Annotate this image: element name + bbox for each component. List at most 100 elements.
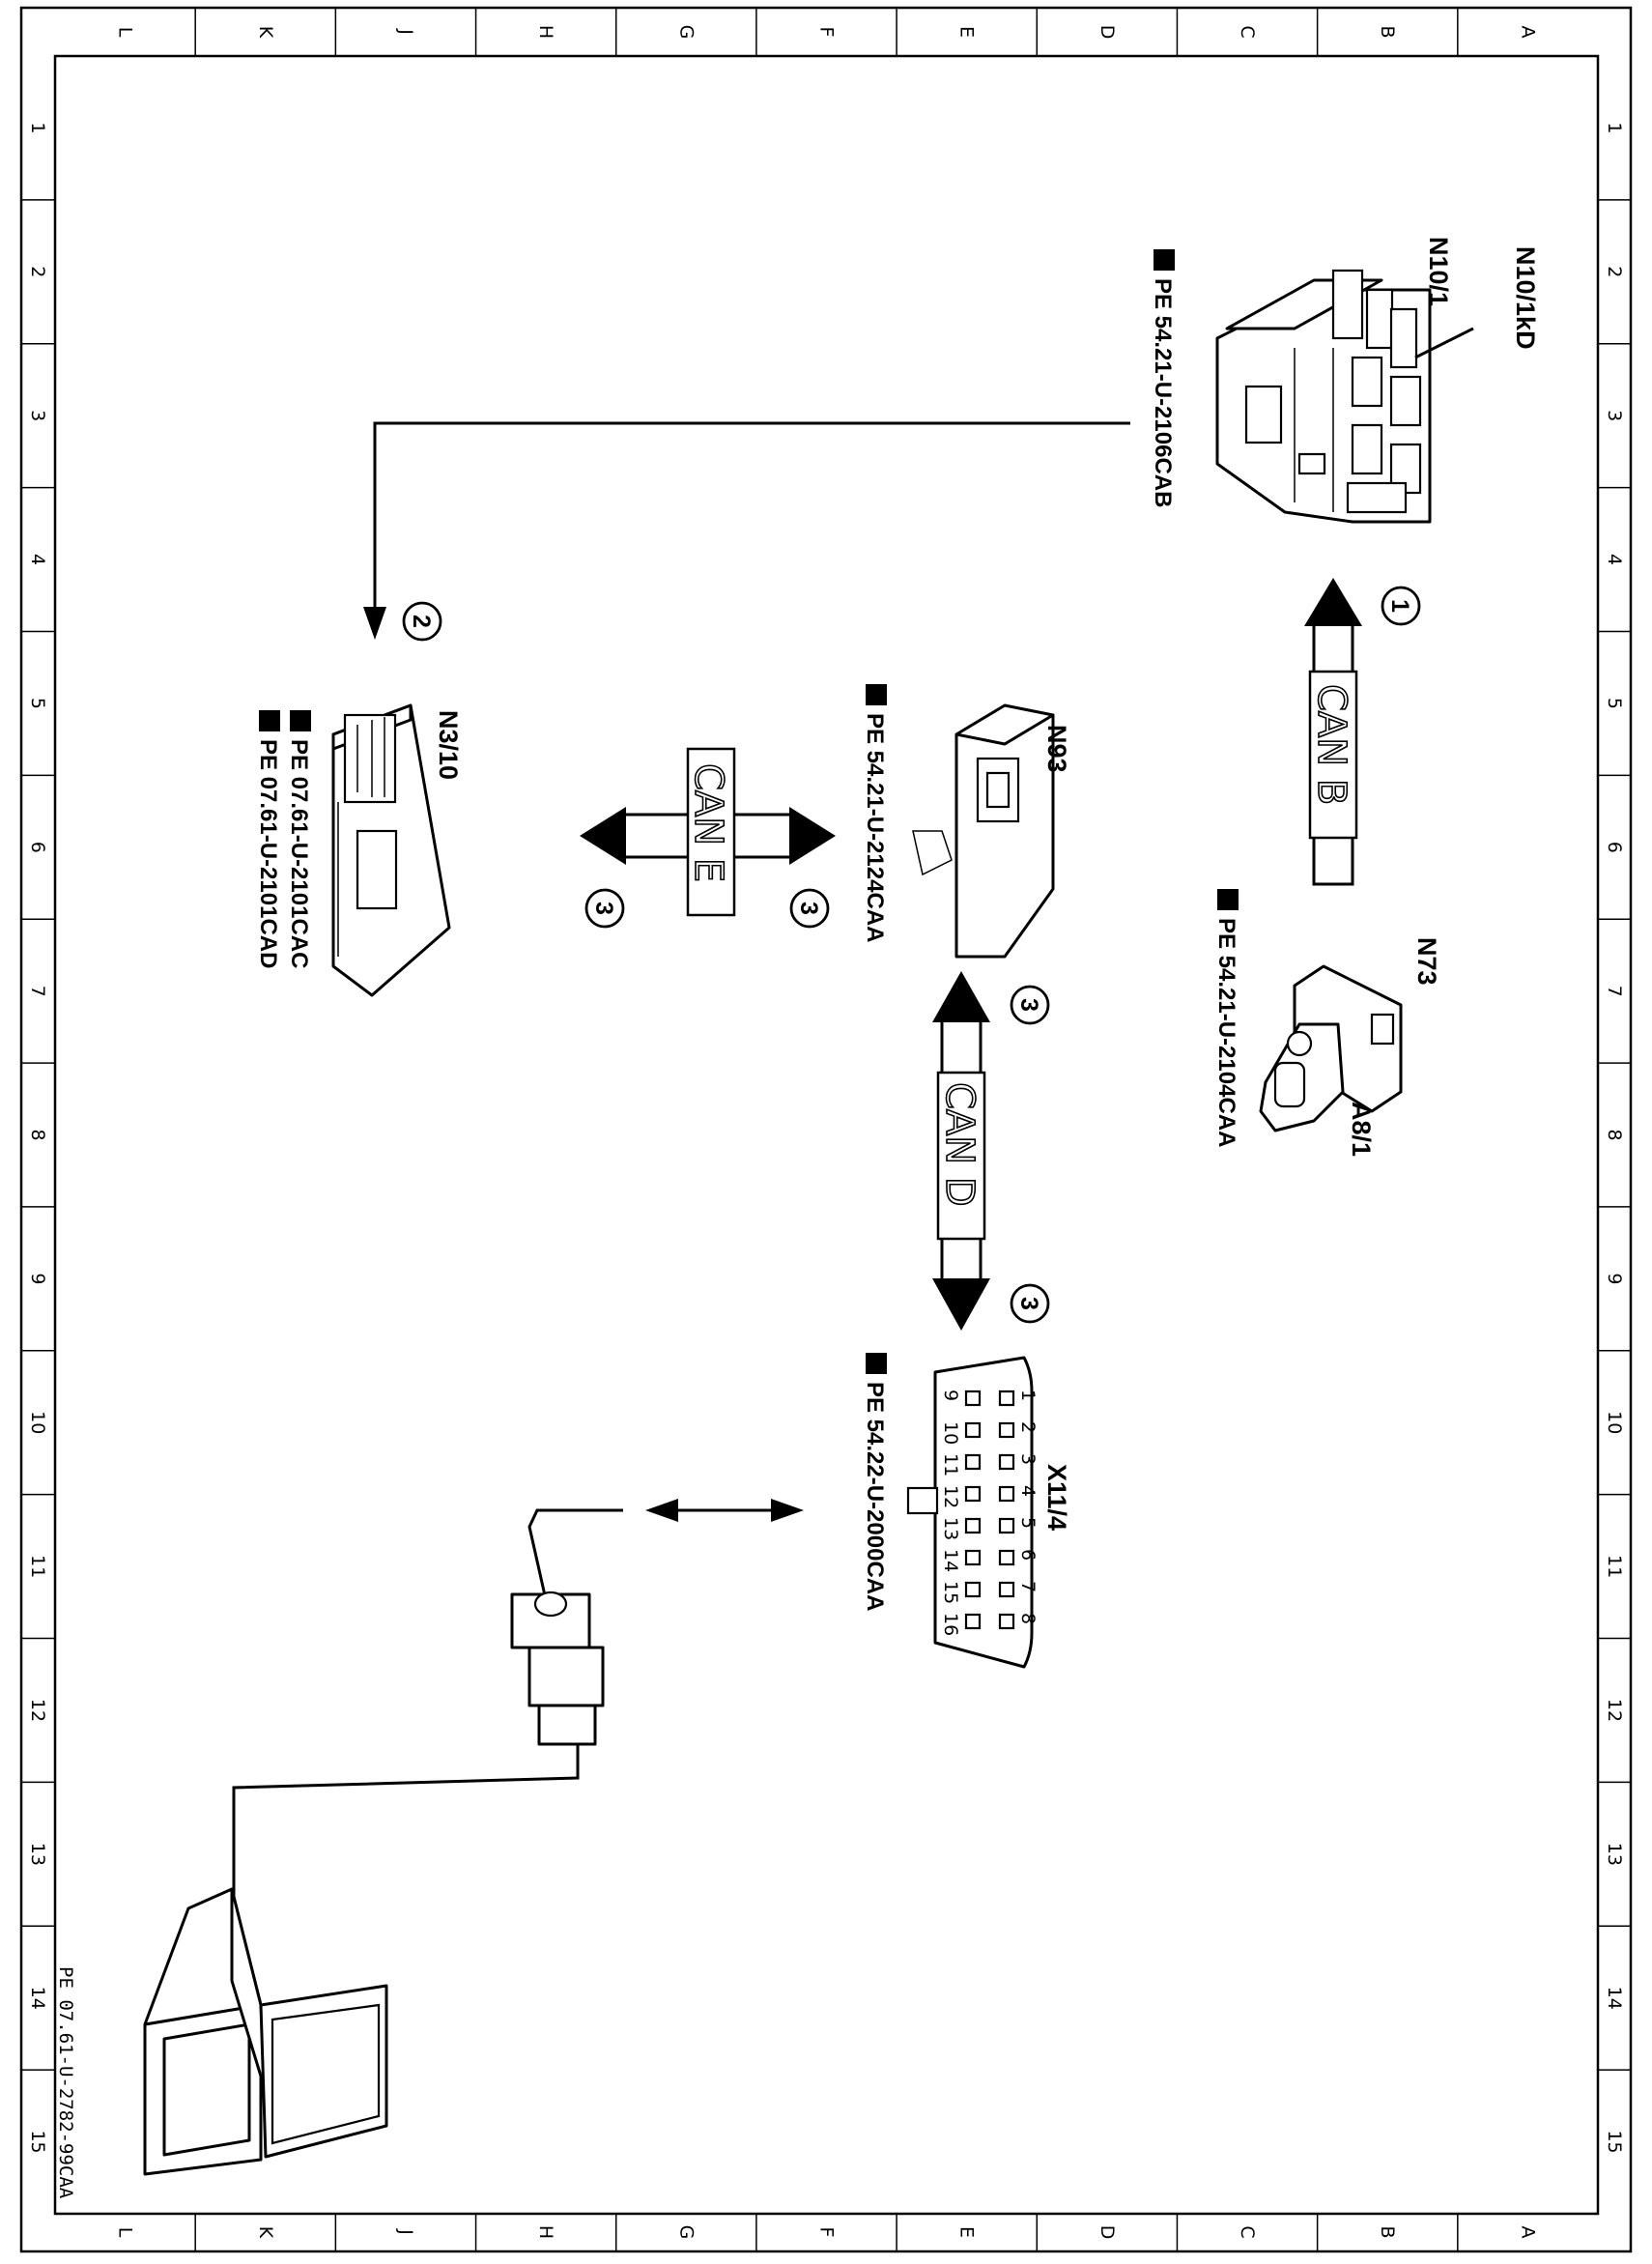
frame-column-label: D <box>1097 2225 1118 2240</box>
n73-label: N73 <box>1412 937 1441 986</box>
frame-row-label: 2 <box>1604 266 1625 277</box>
svg-text:3: 3 <box>590 902 617 915</box>
socket-pin <box>964 1517 982 1534</box>
can-b-label: CAN B <box>1309 684 1353 805</box>
socket-pin <box>998 1485 1015 1503</box>
x11-4-label: X11/4 <box>1042 1464 1071 1531</box>
can-b-bus: CAN B <box>1304 578 1362 886</box>
can-d-label: CAN D <box>937 1082 982 1207</box>
frame-column-label: E <box>956 26 978 38</box>
n3-10-label: N3/10 <box>434 710 463 780</box>
frame-column-label: A <box>1517 2226 1538 2239</box>
n3-10-ref-1: PE 07.61-U-2101CAC <box>286 739 312 968</box>
socket-pin-number: 9 <box>940 1390 961 1401</box>
socket-pin-number: 8 <box>1017 1613 1039 1624</box>
frame-row-label: 10 <box>27 1411 48 1434</box>
socket-pin <box>964 1549 982 1566</box>
socket-pin <box>998 1549 1015 1566</box>
socket-pin-number: 3 <box>1017 1453 1039 1465</box>
frame-column-label: C <box>1237 2225 1258 2238</box>
socket-pin-number: 1 <box>1017 1390 1039 1401</box>
frame-row-label: 11 <box>27 1555 48 1578</box>
frame-row-label: 1 <box>27 122 48 133</box>
socket-pin <box>964 1581 982 1598</box>
n73-ignition-switch: N73 A8/1 PE 54.21-U-2104CAA <box>1213 889 1441 1157</box>
socket-pin-number: 15 <box>940 1581 961 1604</box>
frame-row-label: 1 <box>1604 122 1625 133</box>
socket-pin-number: 6 <box>1017 1549 1039 1561</box>
socket-pin <box>964 1485 982 1503</box>
frame-row-label: 4 <box>27 554 48 565</box>
frame-row-label: 14 <box>27 1987 48 2010</box>
callout-3-can-d-top: 3 <box>1010 985 1050 1025</box>
n3-10-control-unit: N3/10 PE 07.61-U-2101CAC PE 07.61-U-2101… <box>255 703 463 997</box>
frame-row-label: 3 <box>27 410 48 421</box>
frame-row-label: 11 <box>1604 1555 1625 1578</box>
frame-column-label: L <box>115 2227 136 2238</box>
svg-text:3: 3 <box>1015 998 1042 1012</box>
frame-row-label: 2 <box>27 266 48 277</box>
socket-pin <box>964 1390 982 1407</box>
socket-pin-number: 13 <box>940 1517 961 1540</box>
n93-ref: PE 54.21-U-2124CAA <box>862 713 888 942</box>
socket-pin <box>964 1613 982 1630</box>
frame-column-label: H <box>535 2225 556 2239</box>
n10-1-module: N10/1 N10/1kD PE 54.21-U-2106CAB <box>1150 237 1540 524</box>
frame-column-label: G <box>675 2225 697 2240</box>
socket-pin-number: 5 <box>1017 1517 1039 1529</box>
callout-2: 2 <box>402 601 442 642</box>
can-e-label: CAN E <box>686 763 730 882</box>
frame-column-label: K <box>255 2226 276 2239</box>
n93-label: N93 <box>1042 725 1071 773</box>
frame-row-label: 9 <box>27 1273 48 1284</box>
svg-text:2: 2 <box>408 615 435 628</box>
frame-column-label: A <box>1517 26 1538 39</box>
frame-row-label: 7 <box>27 986 48 997</box>
frame-column-label: E <box>956 2226 978 2238</box>
callout-3-can-e-left: 3 <box>584 888 625 929</box>
socket-pin <box>998 1453 1015 1471</box>
can-e-bus: CAN E <box>580 747 836 917</box>
frame-row-label: 3 <box>1604 410 1625 421</box>
socket-pin <box>998 1517 1015 1534</box>
frame-column-label: G <box>675 25 697 40</box>
socket-pin <box>998 1581 1015 1598</box>
frame-column-label: B <box>1377 25 1398 38</box>
frame-column-label: J <box>395 2228 416 2235</box>
socket-pin-number: 14 <box>940 1549 961 1572</box>
x11-4-ref: PE 54.22-U-2000CAA <box>862 1382 888 1611</box>
n10-1-ref: PE 54.21-U-2106CAB <box>1150 278 1176 507</box>
socket-pin <box>998 1390 1015 1407</box>
frame-column-label: J <box>395 28 416 35</box>
socket-pin-number: 4 <box>1017 1485 1039 1497</box>
svg-text:3: 3 <box>1015 1297 1042 1310</box>
can-d-bus: CAN D <box>932 971 990 1331</box>
connection-lines <box>232 421 1130 2029</box>
frame-row-label: 4 <box>1604 554 1625 565</box>
n10-1kd-label: N10/1kD <box>1511 246 1540 350</box>
frame-column-label: H <box>535 25 556 39</box>
n93-module: N93 PE 54.21-U-2124CAA <box>862 684 1071 959</box>
laptop-computer <box>143 1887 388 2176</box>
frame-row-label: 6 <box>1604 842 1625 853</box>
diagnostic-plug <box>510 1591 605 1746</box>
frame-row-label: 15 <box>1604 2130 1625 2153</box>
callout-1: 1 <box>1381 586 1421 626</box>
socket-pin-number: 11 <box>940 1453 961 1476</box>
frame-row-label: 10 <box>1604 1411 1625 1434</box>
socket-pin-number: 10 <box>940 1421 961 1445</box>
socket-pin <box>998 1613 1015 1630</box>
socket-pin <box>964 1453 982 1471</box>
document-id: PE 07.61-U-2782-99CAA <box>55 1966 76 2199</box>
frame-row-label: 12 <box>1604 1699 1625 1722</box>
socket-pin-number: 12 <box>940 1485 961 1508</box>
socket-pin <box>964 1421 982 1439</box>
frame-column-label: D <box>1097 25 1118 40</box>
frame-row-label: 5 <box>27 698 48 709</box>
socket-pin-number: 2 <box>1017 1421 1039 1433</box>
frame-row-label: 6 <box>27 842 48 853</box>
frame-column-label: K <box>255 26 276 39</box>
frame-row-label: 5 <box>1604 698 1625 709</box>
